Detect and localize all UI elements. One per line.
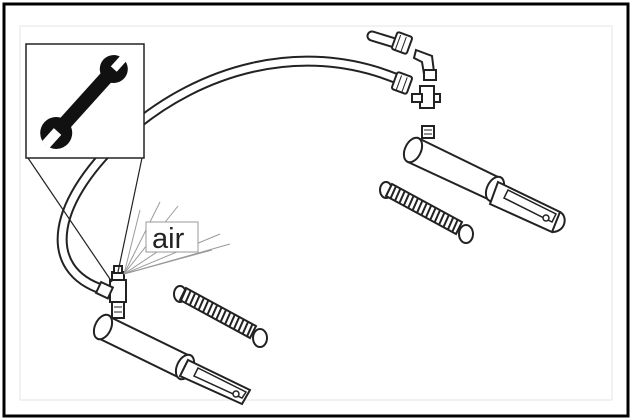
right-tension-spring (379, 181, 474, 244)
left-fitting-assembly (94, 265, 127, 319)
air-label-box (145, 221, 199, 253)
inset-leader-lines (27, 157, 143, 283)
wrench-icon (40, 54, 128, 149)
right-hydraulic-cylinder (402, 136, 566, 234)
left-tension-spring (173, 285, 268, 348)
inner-border (19, 25, 613, 401)
air-label: air (152, 223, 185, 255)
upper-fitting-assembly (390, 31, 441, 139)
left-hydraulic-cylinder (92, 313, 252, 406)
